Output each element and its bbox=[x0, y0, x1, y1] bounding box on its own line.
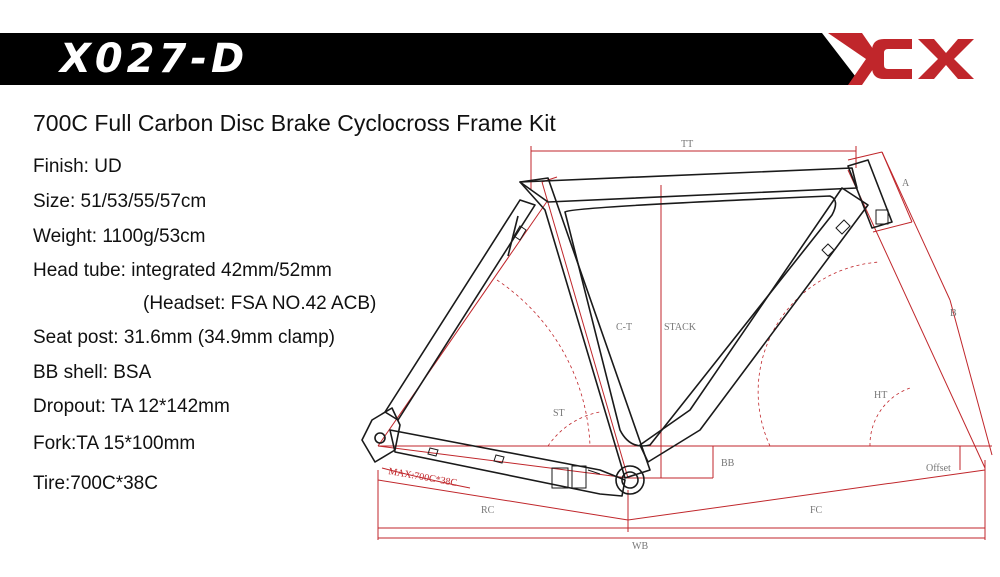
spec-head-tube: Head tube: integrated 42mm/52mm bbox=[33, 260, 332, 281]
angle-arcs bbox=[496, 261, 911, 447]
label-bb: BB bbox=[721, 458, 735, 469]
spec-dropout: Dropout: TA 12*142mm bbox=[33, 396, 230, 417]
cx-logo bbox=[828, 33, 974, 85]
frame-details bbox=[427, 209, 889, 489]
model-title: X027-D bbox=[60, 36, 249, 82]
spec-fork: Fork:TA 15*100mm bbox=[33, 433, 196, 454]
spec-size: Size: 51/53/55/57cm bbox=[33, 191, 207, 212]
label-rc: RC bbox=[481, 505, 495, 516]
label-b: B bbox=[950, 308, 957, 319]
spec-bb-shell: BB shell: BSA bbox=[33, 362, 152, 383]
frame-outline bbox=[361, 159, 893, 497]
label-st: ST bbox=[553, 408, 565, 419]
banner-background bbox=[0, 33, 974, 85]
spec-headset: (Headset: FSA NO.42 ACB) bbox=[143, 293, 377, 314]
label-max-tire: MAX:700C*38C bbox=[387, 466, 458, 489]
header-banner bbox=[0, 33, 1000, 85]
spec-tire: Tire:700C*38C bbox=[33, 473, 158, 494]
label-tt: TT bbox=[681, 139, 693, 150]
spec-seat-post: Seat post: 31.6mm (34.9mm clamp) bbox=[33, 327, 335, 348]
label-fc: FC bbox=[810, 505, 823, 516]
page-subtitle: 700C Full Carbon Disc Brake Cyclocross F… bbox=[33, 110, 556, 136]
label-ht: HT bbox=[874, 390, 887, 401]
label-c-t: C-T bbox=[616, 322, 632, 333]
label-stack: STACK bbox=[664, 322, 697, 333]
label-wb: WB bbox=[632, 541, 648, 552]
spec-weight: Weight: 1100g/53cm bbox=[33, 226, 206, 247]
label-offset: Offset bbox=[926, 463, 951, 474]
dimension-lines bbox=[377, 146, 993, 540]
spec-finish: Finish: UD bbox=[33, 156, 122, 177]
label-a: A bbox=[902, 178, 910, 189]
